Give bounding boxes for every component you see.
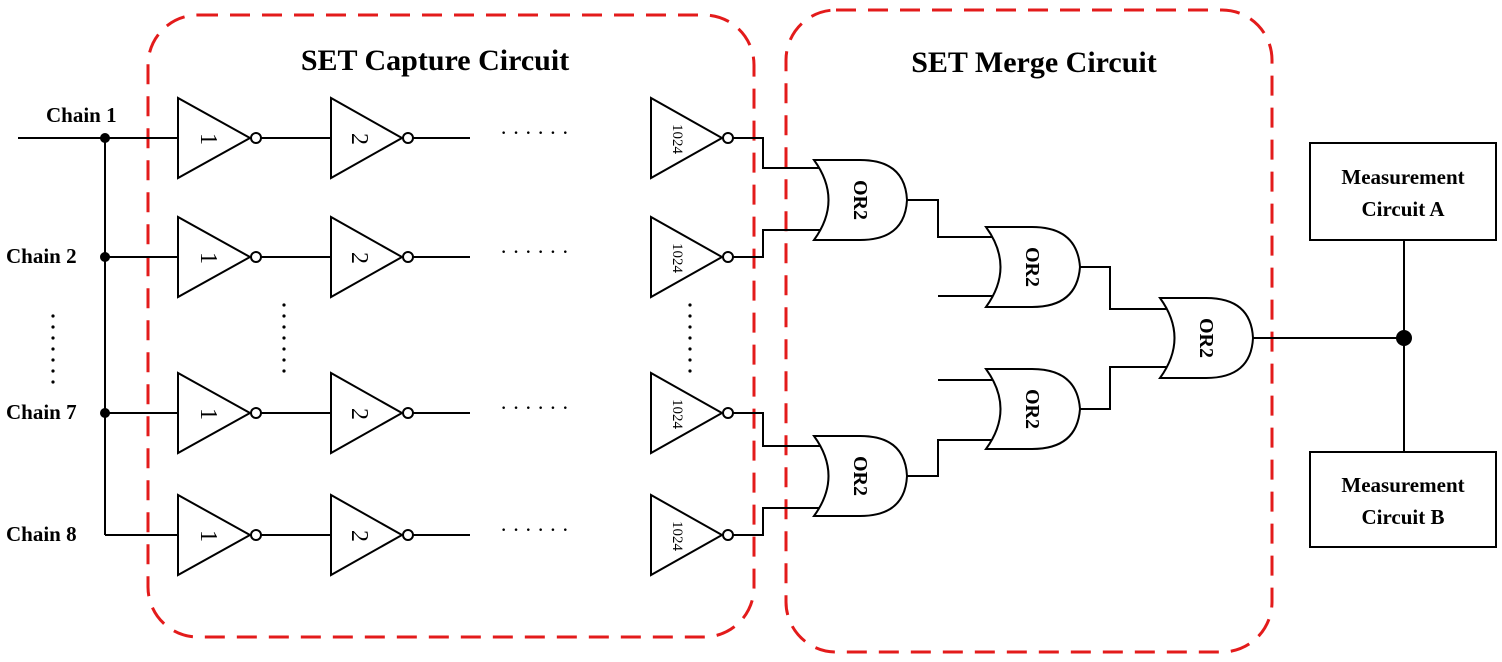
chain-label: Chain 8 [6,522,77,546]
chain-label: Chain 1 [46,103,117,127]
inverter-number: 1024 [669,243,685,274]
horizontal-ellipsis: ······ [500,517,574,542]
wire-or2-or4 [907,439,1000,477]
measurement-b-line1: Measurement [1341,473,1464,497]
inverter-gate [177,371,253,455]
inverter-gate [177,493,253,577]
chain-label: Chain 2 [6,244,77,268]
horizontal-ellipsis: ······ [500,120,574,145]
or-gate-final: OR2 [1158,297,1255,379]
or-gate-bottom-level1: OR2 [812,435,909,517]
set-capture-region [146,13,756,639]
measurement-circuit-b: Measurement Circuit B [1309,451,1497,548]
inverter-number: 1 [195,252,221,264]
horizontal-ellipsis: ······ [500,239,574,264]
chain-2: Chain 2 1 2 ······ 1024 [6,215,734,299]
inverter-gate [330,215,405,299]
or-gate-label: OR2 [849,456,871,496]
inverter-gate [650,96,725,180]
capture-circuit-title: SET Capture Circuit [301,44,569,77]
or-gate-label: OR2 [849,180,871,220]
or-gate-label: OR2 [1195,318,1217,358]
vertical-ellipsis-stage-2 [282,303,286,373]
inverter-number: 1024 [669,399,685,430]
inverter-number: 1024 [669,124,685,155]
measurement-b-line2: Circuit B [1361,505,1444,529]
merge-circuit-title: SET Merge Circuit [911,46,1157,79]
measurement-a-line1: Measurement [1341,165,1464,189]
or-gate-top-level2: OR2 [984,226,1082,308]
chain-8: Chain 8 1 2 ······ 1024 [6,493,734,577]
inverter-number: 2 [346,530,372,542]
or-gate-top-level1: OR2 [812,159,909,241]
measurement-circuit-a: Measurement Circuit A [1309,142,1497,241]
measurement-a-line2: Circuit A [1361,197,1445,221]
set-merge-region [784,8,1274,654]
wire-or4-or5 [1080,366,1175,410]
wire-chain1-or [733,137,830,169]
inverter-gate [330,371,405,455]
or-gate-label: OR2 [1021,389,1043,429]
inverter-gate [177,215,253,299]
inverter-number: 1 [195,408,221,420]
chain-label: Chain 7 [6,400,77,424]
inverter-gate [650,371,725,455]
inverter-gate [330,96,405,180]
inverter-number: 2 [346,133,372,145]
wire-or1-or3 [907,199,1000,238]
inverter-number: 1 [195,133,221,145]
wire-chain8-or [733,507,830,536]
chain-1: Chain 1 1 2 ······ 1024 [46,96,734,180]
inverter-gate [177,96,253,180]
wire-chain7-or [733,412,830,447]
chain-7: Chain 7 1 2 ······ 1024 [6,371,734,455]
inverter-gate [650,493,725,577]
inverter-number: 2 [346,252,372,264]
inverter-gate [650,215,725,299]
inverter-number: 2 [346,408,372,420]
or-gate-bottom-level2: OR2 [984,368,1082,450]
vertical-ellipsis-stage-1024 [688,303,692,373]
wire-or3-or5 [1080,266,1175,310]
inverter-gate [330,493,405,577]
inverter-number: 1024 [669,521,685,552]
or-gate-label: OR2 [1021,247,1043,287]
inverter-number: 1 [195,530,221,542]
vertical-ellipsis-chains [51,314,55,384]
wire-chain2-or [733,229,830,258]
horizontal-ellipsis: ······ [500,395,574,420]
